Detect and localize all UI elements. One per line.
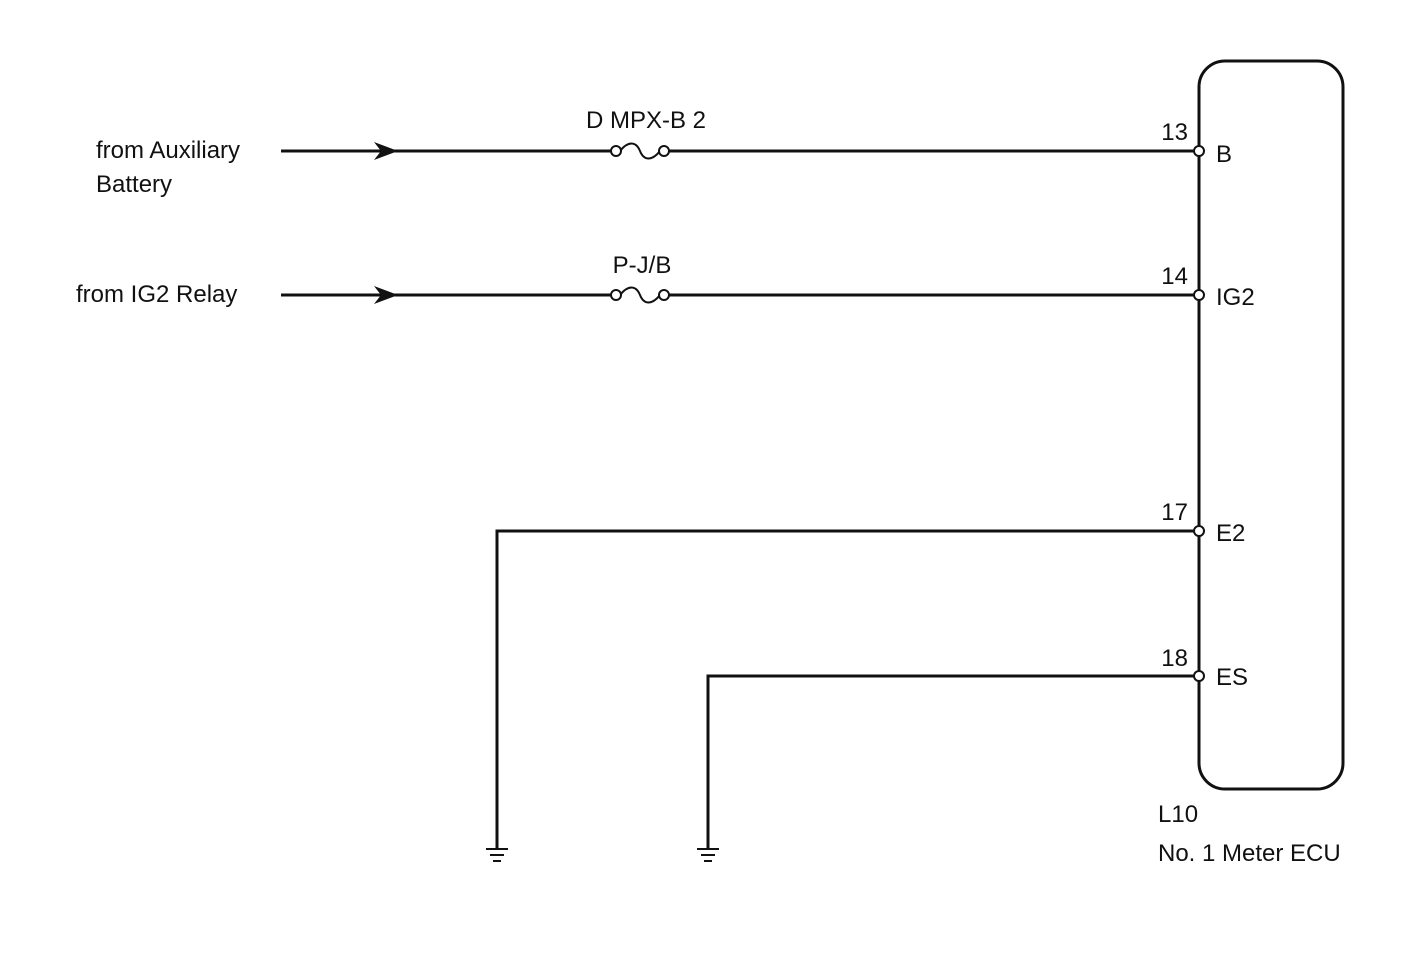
ecu-name-label: No. 1 Meter ECU <box>1158 840 1341 867</box>
pin-terminal-14 <box>1193 289 1205 301</box>
fuse-icon-d-mpx-b2 <box>610 142 670 160</box>
ground-icon-es <box>697 848 719 862</box>
arrow-icon-ig2-relay <box>374 286 398 304</box>
source-label-auxiliary-line1: from Auxiliary <box>96 137 240 164</box>
pin-number-14: 14 <box>1161 263 1188 290</box>
pin-terminal-13 <box>1193 145 1205 157</box>
pin-name-ig2: IG2 <box>1216 284 1255 311</box>
wire-es-to-ground <box>706 674 1197 849</box>
fuse-label-d-mpx-b2: D MPX-B 2 <box>586 107 706 134</box>
pin-name-e2: E2 <box>1216 520 1245 547</box>
source-label-auxiliary-line2: Battery <box>96 171 172 198</box>
pin-number-13: 13 <box>1161 119 1188 146</box>
pin-terminal-18 <box>1193 670 1205 682</box>
fuse-icon-p-jb <box>610 286 670 304</box>
pin-name-es: ES <box>1216 664 1248 691</box>
arrow-icon-battery <box>374 142 398 160</box>
pin-name-b: B <box>1216 141 1232 168</box>
source-label-ig2-relay: from IG2 Relay <box>76 281 237 308</box>
pin-number-17: 17 <box>1161 499 1188 526</box>
fuse-label-p-jb: P-J/B <box>613 252 672 279</box>
wire-e2-to-ground <box>495 529 1197 849</box>
pin-terminal-17 <box>1193 525 1205 537</box>
pin-number-18: 18 <box>1161 645 1188 672</box>
ground-icon-e2 <box>486 848 508 862</box>
ecu-code-label: L10 <box>1158 801 1198 828</box>
ecu-block <box>1197 59 1345 791</box>
